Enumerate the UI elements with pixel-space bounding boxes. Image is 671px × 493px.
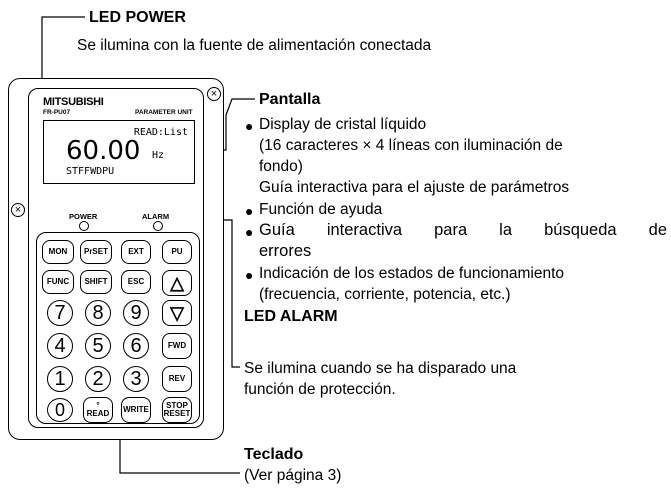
key-9[interactable]: 9 xyxy=(123,300,149,326)
down-key[interactable]: ▽ xyxy=(162,300,192,326)
alarm-led xyxy=(153,221,163,231)
key-6[interactable]: 6 xyxy=(123,333,149,359)
power-description: Se ilumina con la fuente de alimentación… xyxy=(77,37,432,54)
read-key[interactable]: ° READ xyxy=(83,397,113,423)
read-key-dot: ° xyxy=(96,401,100,410)
unit-label: PARAMETER UNIT xyxy=(135,109,193,116)
screw-icon: × xyxy=(207,87,221,101)
display-item-3-line-1: Guía interactiva para la búsqueda de xyxy=(259,221,667,239)
lcd-unit: Hz xyxy=(152,150,165,161)
stop-reset-key[interactable]: STOP RESET xyxy=(162,397,192,423)
reset-label: RESET xyxy=(163,409,191,418)
display-item-1-line-1: Display de cristal líquido xyxy=(259,116,427,133)
ext-key[interactable]: EXT xyxy=(121,240,151,264)
power-led-label: POWER xyxy=(69,212,98,221)
rev-key[interactable]: REV xyxy=(162,366,192,392)
key-4[interactable]: 4 xyxy=(47,333,73,359)
parameter-unit-face xyxy=(28,88,204,428)
esc-key[interactable]: ESC xyxy=(121,270,151,294)
func-key[interactable]: FUNC xyxy=(42,270,74,294)
lcd-line-1: READ:List xyxy=(133,127,188,138)
shift-key[interactable]: SHIFT xyxy=(80,270,112,294)
brand-logo: MITSUBISHI xyxy=(43,96,104,108)
display-item-1-line-4: Guía interactiva para el ajuste de parám… xyxy=(259,179,570,196)
display-title: Pantalla xyxy=(259,91,321,108)
display-item-4-line-2: (frecuencia, corriente, potencia, etc.) xyxy=(259,286,511,303)
power-title: LED POWER xyxy=(89,9,186,26)
bullet-icon: ● xyxy=(245,267,254,283)
key-8[interactable]: 8 xyxy=(85,300,111,326)
display-item-4-line-1: Indicación de los estados de funcionamie… xyxy=(259,265,565,282)
power-led xyxy=(79,221,89,231)
key-3[interactable]: 3 xyxy=(123,366,149,392)
bullet-icon: ● xyxy=(245,118,254,134)
key-2[interactable]: 2 xyxy=(85,366,111,392)
up-key[interactable]: △ xyxy=(162,270,192,296)
write-key[interactable]: WRITE xyxy=(121,397,151,423)
alarm-description-line-2: función de protección. xyxy=(244,381,396,398)
mon-key[interactable]: MON xyxy=(42,240,74,264)
display-item-1-line-2: (16 caracteres × 4 líneas con iluminació… xyxy=(259,137,563,154)
stop-label: STOP xyxy=(166,401,188,410)
lcd-line-3: STFFWDPU xyxy=(66,166,115,177)
keypad-description: (Ver página 3) xyxy=(244,467,342,484)
keypad-area xyxy=(36,232,200,424)
pset-key[interactable]: PrSET xyxy=(80,240,112,264)
alarm-led-label: ALARM xyxy=(142,212,170,221)
bullet-icon: ● xyxy=(245,203,254,219)
pu-key[interactable]: PU xyxy=(162,240,192,264)
bullet-icon: ● xyxy=(245,224,254,240)
read-key-label: READ xyxy=(86,409,110,418)
keypad-title: Teclado xyxy=(244,446,304,463)
screw-icon: × xyxy=(11,203,25,217)
display-item-1-line-3: fondo) xyxy=(259,158,303,175)
key-0[interactable]: 0 xyxy=(47,398,73,422)
key-7[interactable]: 7 xyxy=(47,300,73,326)
fwd-key[interactable]: FWD xyxy=(162,333,192,359)
display-item-3-line-2: errores xyxy=(259,242,312,260)
key-1[interactable]: 1 xyxy=(47,366,73,392)
key-5[interactable]: 5 xyxy=(85,333,111,359)
alarm-description-line-1: Se ilumina cuando se ha disparado una xyxy=(244,360,517,377)
display-item-2: Función de ayuda xyxy=(259,201,383,218)
lcd-display: READ:List 60.00 Hz STFFWDPU xyxy=(43,120,195,184)
alarm-title: LED ALARM xyxy=(244,308,338,325)
model-label: FR-PU07 xyxy=(43,109,71,116)
lcd-value: 60.00 xyxy=(66,136,141,166)
